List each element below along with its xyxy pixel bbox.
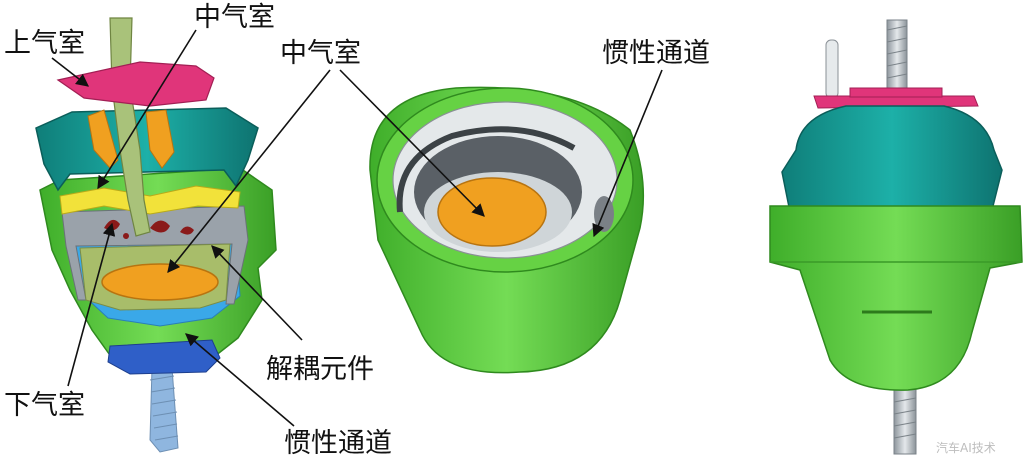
exterior-view bbox=[769, 19, 1023, 455]
leader-middle-chamber-cup bbox=[339, 69, 485, 217]
cup-view bbox=[369, 86, 645, 374]
green-outer-body bbox=[769, 205, 1023, 391]
rubber-fragments bbox=[104, 219, 194, 239]
label-middle-chamber-center: 中气室 bbox=[280, 38, 361, 69]
top-magenta-plate bbox=[56, 61, 215, 107]
label-middle-chamber-left: 中气室 bbox=[194, 2, 275, 33]
lower-bolt bbox=[149, 367, 179, 453]
leader-lines bbox=[51, 29, 663, 427]
label-inertia-track-bottom: 惯性通道 bbox=[284, 428, 392, 459]
leader-decoupler bbox=[211, 245, 303, 341]
upper-orange-rubber-right bbox=[145, 109, 175, 169]
watermark: 汽车AI技术 bbox=[936, 440, 996, 455]
leader-inertia-track-right bbox=[592, 69, 663, 238]
leader-upper-chamber bbox=[51, 57, 90, 87]
label-inertia-track-right: 惯性通道 bbox=[602, 38, 710, 69]
inertia-track-groove bbox=[396, 126, 576, 213]
labels: 上气室 中气室 中气室 下气室 解耦元件 惯性通道 惯性通道 汽车AI技术 bbox=[4, 2, 996, 459]
label-lower-chamber: 下气室 bbox=[4, 390, 85, 421]
label-decoupler: 解耦元件 bbox=[266, 354, 374, 385]
magenta-flange-top bbox=[849, 87, 943, 98]
locating-pin bbox=[825, 39, 839, 99]
bottom-mount-plate bbox=[107, 339, 221, 375]
cup-decoupler-disc bbox=[437, 177, 547, 247]
leader-middle-chamber-left bbox=[97, 29, 197, 190]
teal-dome bbox=[781, 105, 1003, 213]
leader-inertia-track-bottom bbox=[185, 333, 295, 427]
cutaway-view bbox=[35, 17, 277, 453]
label-upper-chamber: 上气室 bbox=[4, 28, 85, 59]
decoupler-disc bbox=[101, 263, 219, 301]
leader-lower-chamber bbox=[67, 222, 116, 387]
upper-orange-rubber bbox=[87, 109, 119, 169]
leader-middle-chamber-center bbox=[167, 69, 331, 273]
top-threads bbox=[886, 25, 908, 79]
